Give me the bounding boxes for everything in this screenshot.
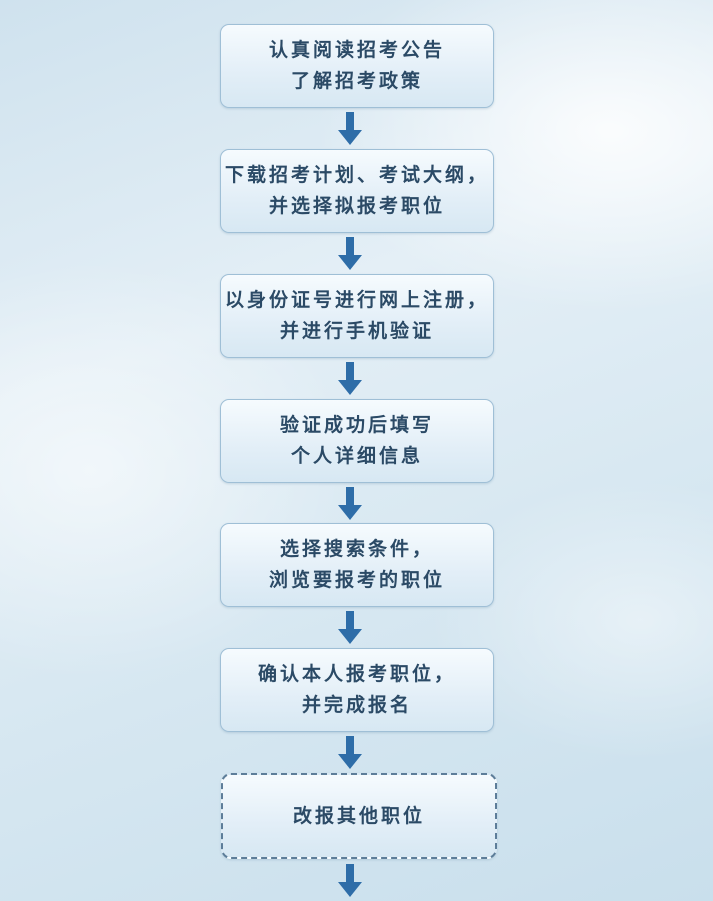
flow-arrow-icon <box>338 362 362 396</box>
flow-arrow-icon <box>338 237 362 271</box>
step-text-line-1: 下载招考计划、考试大纲， <box>224 164 489 186</box>
flow-arrow-icon <box>338 611 362 645</box>
step-text-line-2: 并完成报名 <box>301 694 412 716</box>
step-text-line-1: 以身份证号进行网上注册， <box>224 289 489 311</box>
step-change-position: 改报其他职位 <box>221 773 497 859</box>
flow-arrow-icon <box>338 112 362 146</box>
step-text-line-2: 个人详细信息 <box>290 445 423 467</box>
step-text-line-2: 浏览要报考的职位 <box>268 569 445 591</box>
step-text-line-1: 验证成功后填写 <box>279 414 434 436</box>
flow-arrow-icon <box>338 487 362 521</box>
step-text-line-1: 确认本人报考职位， <box>257 663 456 685</box>
flow-arrow-icon <box>338 736 362 770</box>
step-text-line-2: 并进行手机验证 <box>279 320 434 342</box>
step-online-registration: 以身份证号进行网上注册， 并进行手机验证 <box>220 274 494 358</box>
step-text-line-2: 了解招考政策 <box>290 70 423 92</box>
step-fill-personal-info: 验证成功后填写 个人详细信息 <box>220 399 494 483</box>
step-browse-positions: 选择搜索条件， 浏览要报考的职位 <box>220 523 494 607</box>
step-read-announcement: 认真阅读招考公告 了解招考政策 <box>220 24 494 108</box>
step-download-plan: 下载招考计划、考试大纲， 并选择拟报考职位 <box>220 149 494 233</box>
step-text-line-1: 认真阅读招考公告 <box>268 39 445 61</box>
step-text-line-1: 选择搜索条件， <box>279 538 434 560</box>
step-confirm-and-register: 确认本人报考职位， 并完成报名 <box>220 648 494 732</box>
step-text-line-1: 改报其他职位 <box>292 804 425 827</box>
flow-arrow-icon <box>338 864 362 898</box>
step-text-line-2: 并选择拟报考职位 <box>268 195 445 217</box>
